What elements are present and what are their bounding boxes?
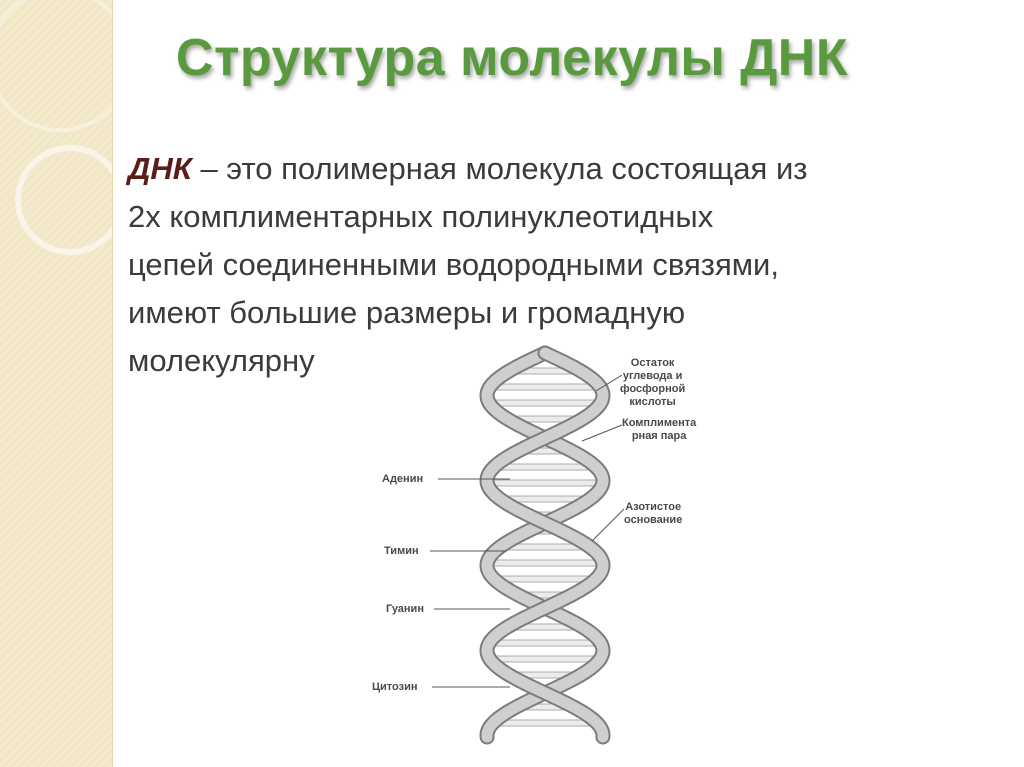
- definition-line-4: имеют большие размеры и громадную: [128, 295, 686, 330]
- base-pair-rung: [493, 463, 597, 471]
- label-nitrogen-base-line-2: основание: [624, 514, 683, 526]
- definition-line-3: цепей соединенными водородными связями,: [128, 247, 779, 282]
- base-pair-rung: [492, 719, 598, 727]
- base-pair-rung: [489, 655, 601, 663]
- definition-line-5: молекулярну: [128, 343, 315, 378]
- label-complementary-pair-line-2: рная пара: [631, 430, 687, 442]
- base-pair-rung: [493, 575, 597, 583]
- label-sugar-phosphate-line-1: Остаток: [630, 357, 675, 369]
- base-pair-rung: [486, 559, 604, 567]
- label-sugar-phosphate: Остаток углевода и фосфорной кислоты: [620, 357, 685, 409]
- label-cytosine: Цитозин: [372, 681, 418, 693]
- base-pair-rung: [489, 383, 601, 391]
- label-complementary-pair-line-1: Комплимента: [622, 417, 697, 429]
- label-sugar-phosphate-line-3: фосфорной: [620, 383, 686, 395]
- definition-line-1: ДНК – это полимерная молекула состоящая …: [128, 145, 908, 193]
- dna-helix: [430, 345, 625, 745]
- pointer-sugar-phosphate: [595, 374, 623, 392]
- label-nitrogen-base: Азотистое основание: [624, 501, 682, 527]
- page-title: Структура молекулы ДНК: [175, 29, 849, 87]
- label-sugar-phosphate-line-4: кислоты: [629, 396, 676, 408]
- dna-diagram: Аденин Тимин Гуанин Цитозин Остаток угле…: [360, 345, 740, 750]
- pointer-complementary-pair: [581, 424, 623, 442]
- sidebar-pattern: [0, 0, 112, 767]
- term-dna: ДНК: [128, 151, 192, 186]
- base-pair-rung: [488, 399, 602, 407]
- definition-text: ДНК – это полимерная молекула состоящая …: [128, 145, 908, 385]
- label-guanine: Гуанин: [386, 603, 424, 615]
- label-complementary-pair: Комплимента рная пара: [622, 417, 696, 443]
- label-nitrogen-base-line-1: Азотистое: [625, 501, 682, 513]
- helix-strand-b: [481, 347, 609, 743]
- decorative-sidebar: [0, 0, 113, 767]
- sidebar-circles: [0, 0, 112, 255]
- helix-strand-a: [481, 347, 609, 743]
- definition-line-2: 2х комплиментарных полинуклеотидных: [128, 199, 714, 234]
- label-sugar-phosphate-line-2: углевода и: [622, 370, 683, 382]
- definition-line-1-rest: – это полимерная молекула состоящая из: [191, 151, 808, 186]
- pointer-nitrogen-base: [591, 508, 625, 542]
- label-thymine: Тимин: [384, 545, 419, 557]
- label-adenine: Аденин: [382, 473, 424, 485]
- base-pair-rung: [488, 639, 602, 647]
- base-pair-rung: [486, 479, 604, 487]
